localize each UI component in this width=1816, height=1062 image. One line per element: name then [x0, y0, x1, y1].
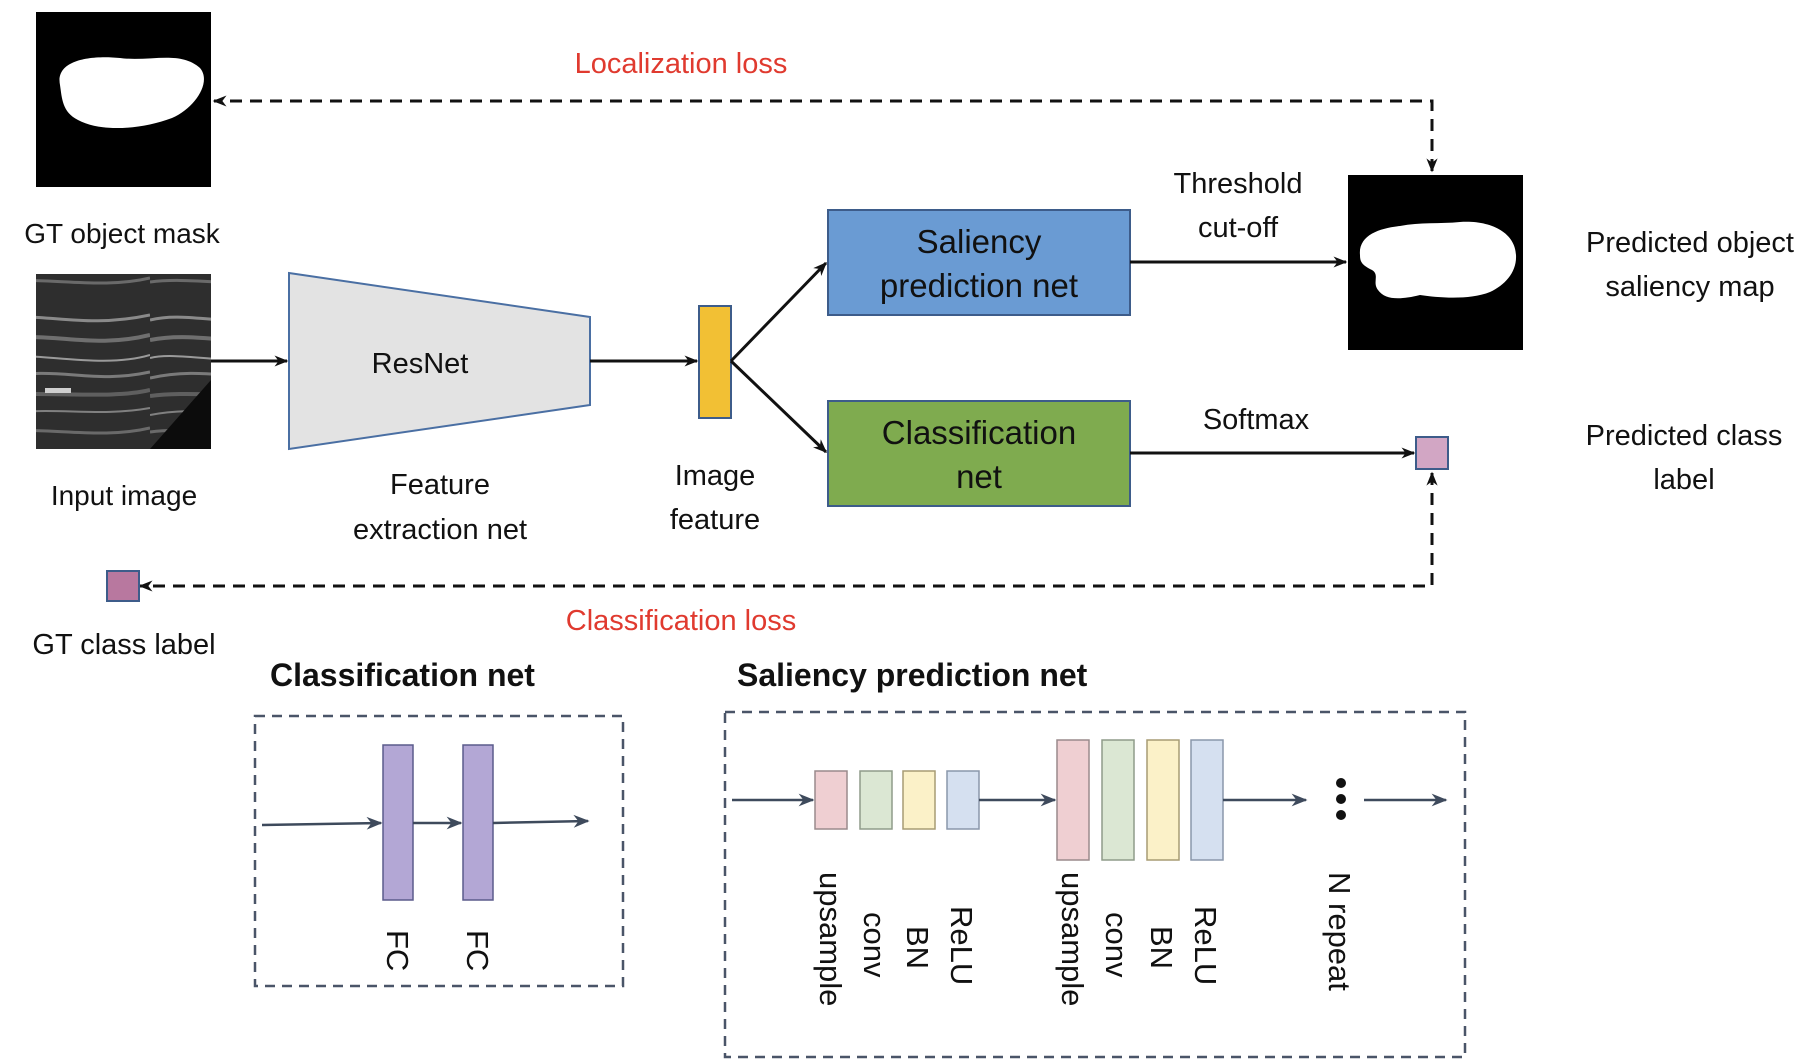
classification-net-label-line1: Classification	[882, 414, 1076, 451]
threshold-label-line1: Threshold	[1174, 168, 1303, 200]
bn-block-2	[1146, 739, 1180, 861]
resnet-block	[288, 271, 591, 451]
fc-input-arrow	[261, 816, 383, 830]
image-feature-label-line1: Image	[675, 460, 756, 492]
layer-label-bn-2: BN	[1144, 926, 1179, 969]
classification-loss-line	[138, 471, 1438, 592]
gt-class-label: GT class label	[32, 629, 215, 661]
saliency-prediction-net-box	[827, 209, 1131, 316]
feature-to-classification-arrow	[729, 359, 828, 454]
saliency-net-title: Saliency prediction net	[737, 657, 1088, 693]
conv-block-1	[859, 770, 893, 830]
conv-block-2	[1101, 739, 1135, 861]
classification-net-panel	[253, 714, 625, 988]
relu-block-1	[946, 770, 980, 830]
saliency-net-panel	[723, 710, 1467, 1059]
threshold-label-line2: cut-off	[1198, 212, 1279, 244]
feature-extraction-label-line2: extraction net	[353, 514, 527, 546]
layer-label-conv-2: conv	[1099, 912, 1134, 978]
layer-label-relu-1: ReLU	[944, 906, 979, 985]
gt-object-mask-label: GT object mask	[24, 218, 221, 249]
classification-net-title: Classification net	[270, 657, 535, 693]
gt-class-square	[106, 570, 140, 602]
localization-loss-label: Localization loss	[575, 48, 788, 80]
bn-block-1	[902, 770, 936, 830]
layer-label-upsample-1: upsample	[813, 872, 848, 1006]
predicted-class-square	[1415, 436, 1449, 470]
input-image-label: Input image	[51, 480, 197, 511]
image-feature-bar	[698, 305, 732, 419]
ellipsis-dots	[1336, 778, 1346, 820]
fc-label-1: FC	[380, 930, 415, 971]
classification-net-label-line2: net	[956, 458, 1002, 495]
predicted-saliency-label-line2: saliency map	[1605, 271, 1774, 303]
resnet-label: ResNet	[372, 348, 469, 380]
layer-label-bn-1: BN	[900, 926, 935, 969]
fc-block-1	[382, 744, 414, 901]
layer-label-relu-2: ReLU	[1188, 906, 1223, 985]
saliency-net-label-line2: prediction net	[880, 267, 1078, 304]
feature-extraction-label-line1: Feature	[390, 469, 490, 501]
layer-label-upsample-2: upsample	[1055, 872, 1090, 1006]
input-image	[36, 274, 211, 449]
fc-block-2	[462, 744, 494, 901]
predicted-saliency-map-image	[1348, 175, 1523, 350]
relu-block-2	[1190, 739, 1224, 861]
saliency-net-label-line1: Saliency	[917, 223, 1042, 260]
feature-to-saliency-arrow	[729, 261, 828, 363]
upsample-block-2	[1056, 739, 1090, 861]
softmax-label: Softmax	[1203, 404, 1310, 436]
localization-loss-line	[212, 95, 1438, 173]
classification-loss-label: Classification loss	[566, 605, 796, 637]
predicted-class-label-line1: Predicted class	[1586, 420, 1783, 452]
fc-label-2: FC	[460, 930, 495, 971]
image-feature-label-line2: feature	[670, 504, 760, 536]
n-repeat-label: N repeat	[1322, 872, 1357, 991]
gt-object-mask-image	[36, 12, 211, 187]
fc-output-arrow	[492, 814, 590, 828]
predicted-saliency-label-line1: Predicted object	[1586, 227, 1794, 259]
predicted-class-label-line2: label	[1653, 464, 1714, 496]
upsample-block-1	[814, 770, 848, 830]
layer-label-conv-1: conv	[857, 912, 892, 978]
